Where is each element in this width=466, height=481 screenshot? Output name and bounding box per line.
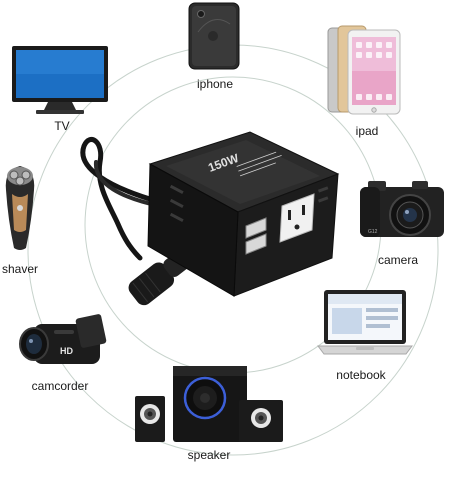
notebook-label: notebook bbox=[336, 368, 386, 382]
tv-image bbox=[12, 46, 108, 114]
shaver-label: shaver bbox=[1, 262, 39, 276]
camera-image: G12 bbox=[360, 181, 444, 237]
camera-label: camera bbox=[377, 253, 419, 267]
camcorder-label: camcorder bbox=[31, 379, 89, 393]
tv-label: TV bbox=[54, 119, 70, 133]
shaver-image bbox=[5, 166, 35, 250]
speaker-image bbox=[135, 366, 283, 442]
speaker-label: speaker bbox=[187, 448, 231, 462]
ipad-image bbox=[327, 25, 401, 115]
camcorder-image: HD bbox=[19, 314, 107, 364]
svg-text:HD: HD bbox=[60, 346, 73, 356]
inverter-image: 150W bbox=[80, 131, 340, 306]
ipad-label: ipad bbox=[355, 124, 379, 138]
svg-text:G12: G12 bbox=[368, 229, 378, 235]
iphone-image bbox=[188, 2, 240, 70]
iphone-label: iphone bbox=[196, 77, 234, 91]
notebook-image bbox=[317, 290, 413, 355]
